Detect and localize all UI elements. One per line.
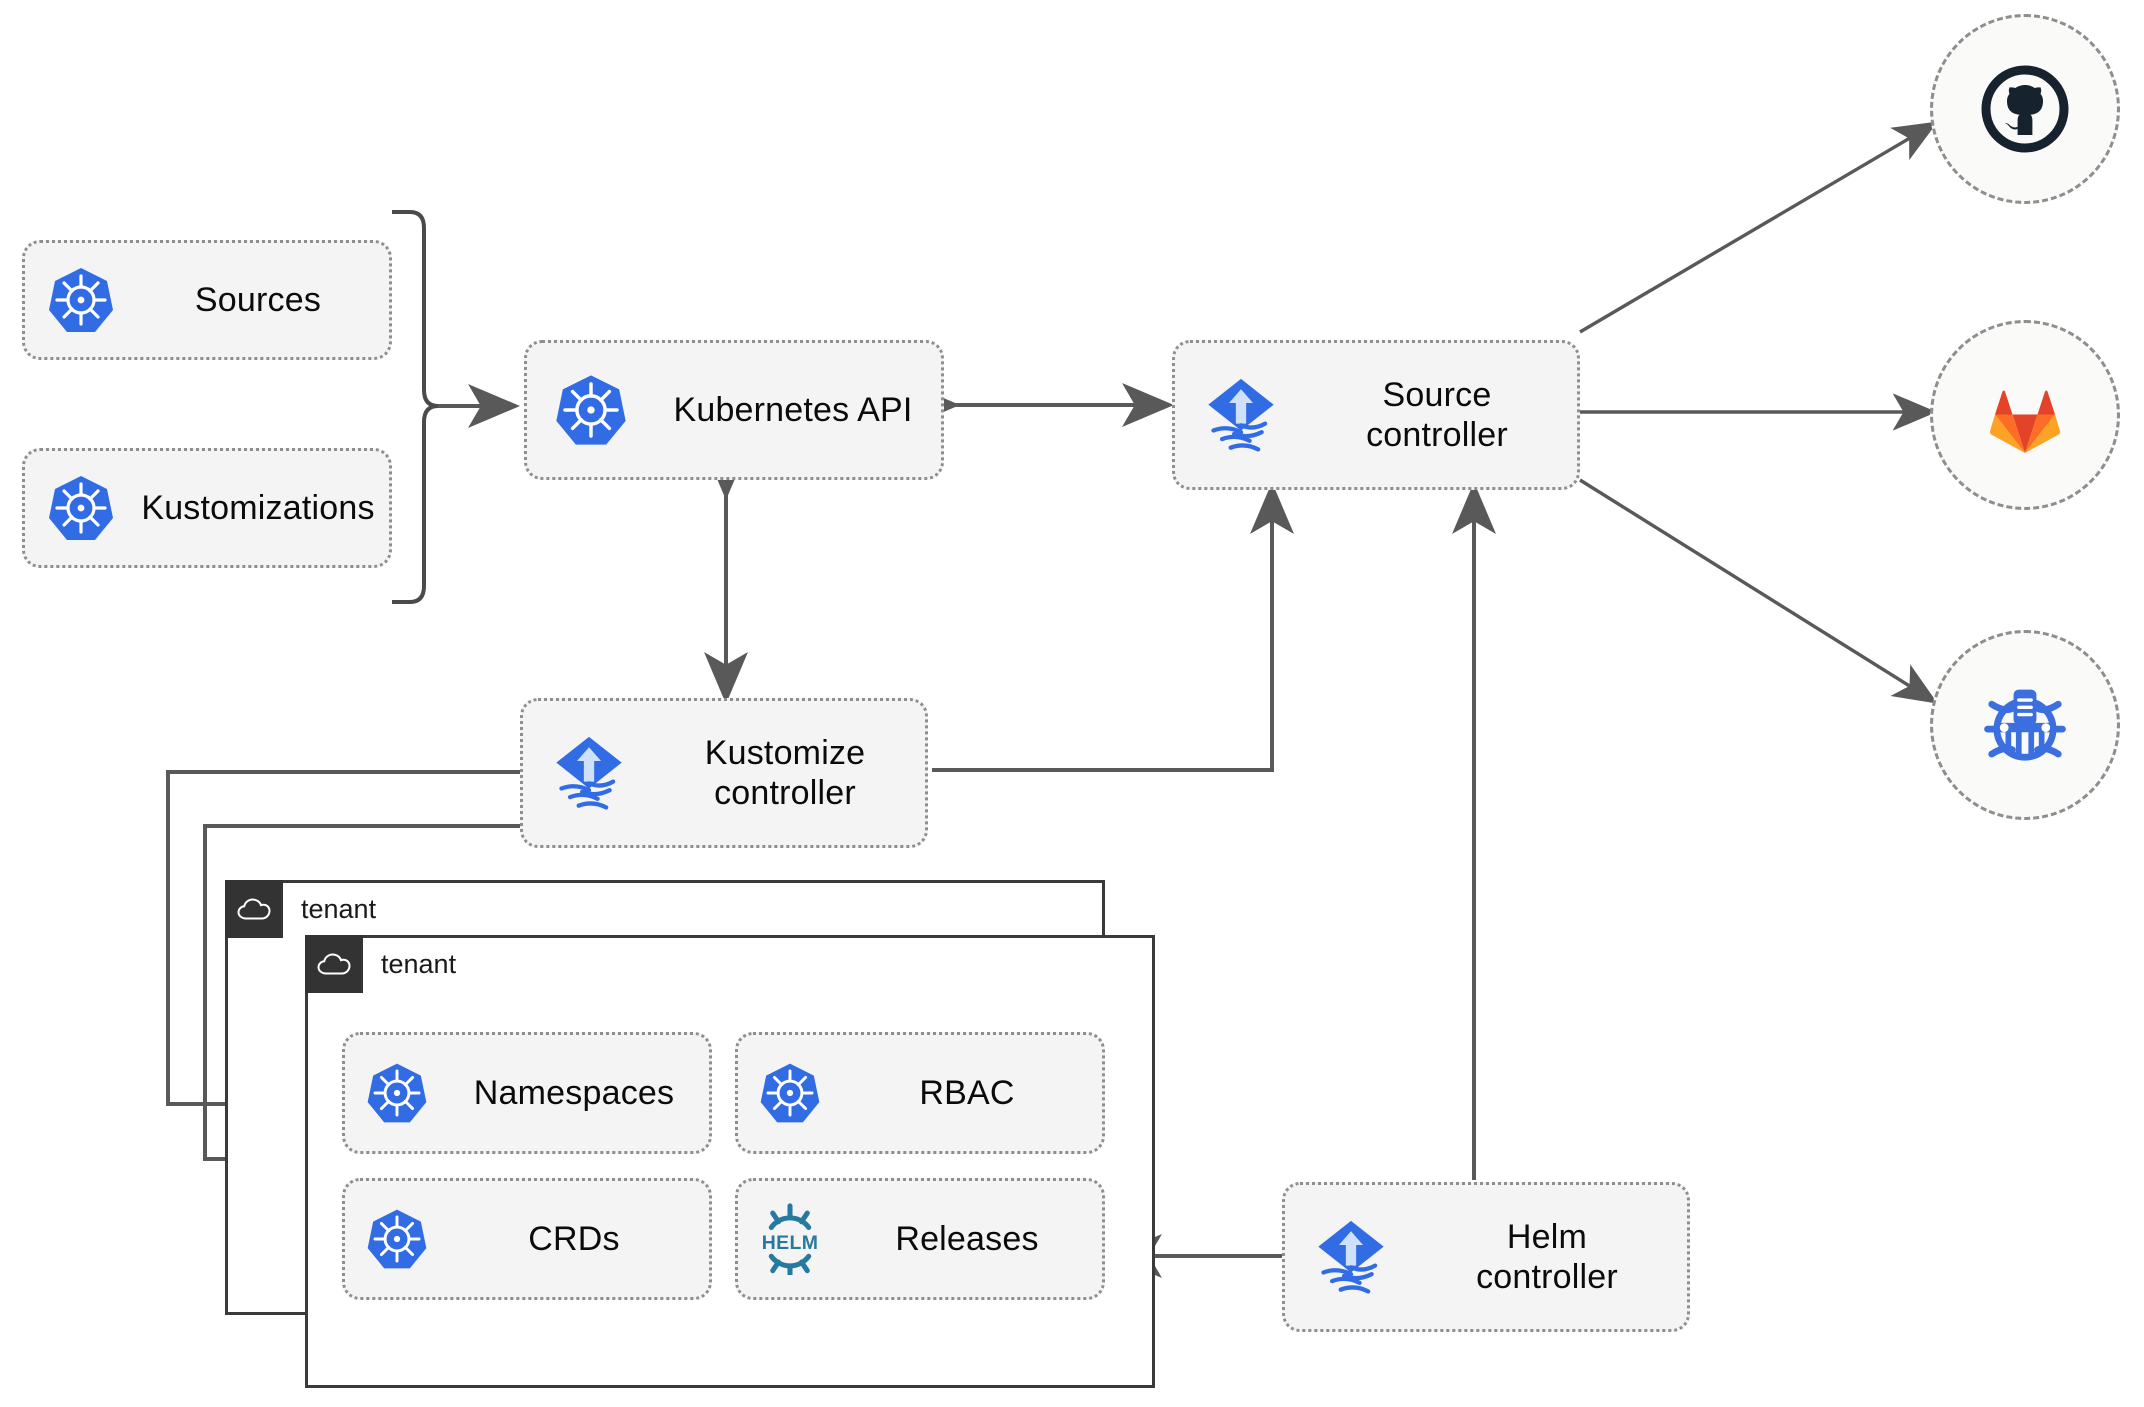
helm-controller-node[interactable]: Helm controller: [1282, 1182, 1690, 1332]
resource-label: Kustomizations: [141, 488, 375, 527]
tenant-resource-rbac[interactable]: RBAC: [735, 1032, 1105, 1154]
wire-kustomize-source: [932, 482, 1294, 772]
wire-source-bucket: [1579, 478, 1938, 704]
resource-label: Sources: [194, 280, 322, 319]
resource-node-kustomizations[interactable]: Kustomizations: [22, 448, 392, 568]
provider-github[interactable]: [1930, 14, 2120, 204]
tenant-label: tenant: [301, 893, 377, 924]
flux-icon: [523, 730, 655, 816]
tenant-resource-releases[interactable]: HELM Releases: [735, 1178, 1105, 1300]
tenant-label: tenant: [381, 948, 457, 979]
tenant-resource-crds[interactable]: CRDs: [342, 1178, 712, 1300]
resources-bracket: [392, 210, 439, 604]
kubernetes-icon: [345, 1206, 449, 1272]
flux-icon: [1285, 1214, 1417, 1300]
kubernetes-api-label: Kubernetes API: [673, 390, 913, 429]
github-icon: [1981, 65, 2069, 153]
source-controller-label: Source controller: [1366, 375, 1508, 454]
resource-node-sources[interactable]: Sources: [22, 240, 392, 360]
svg-text:HELM: HELM: [762, 1232, 819, 1254]
helm-controller-label: Helm controller: [1476, 1217, 1618, 1296]
tenant-resource-namespaces[interactable]: Namespaces: [342, 1032, 712, 1154]
flux-icon: [1175, 372, 1307, 458]
cloud-icon: [305, 935, 363, 993]
kustomize-controller-label: Kustomize controller: [704, 733, 866, 812]
kubernetes-icon: [527, 371, 655, 449]
tenant-container-front: tenant: [305, 935, 1155, 1388]
kubernetes-icon: [25, 264, 137, 336]
provider-bucket[interactable]: [1930, 630, 2120, 820]
tenant-header: tenant: [225, 880, 376, 938]
kubernetes-icon: [738, 1060, 842, 1126]
wire-source-github: [1579, 121, 1938, 334]
provider-gitlab[interactable]: [1930, 320, 2120, 510]
kustomize-controller-node[interactable]: Kustomize controller: [520, 698, 928, 848]
tenant-header: tenant: [305, 935, 456, 993]
source-controller-node[interactable]: Source controller: [1172, 340, 1580, 490]
kubernetes-icon: [25, 472, 137, 544]
helm-icon: HELM: [738, 1203, 842, 1275]
gitlab-icon: [1989, 390, 2061, 453]
kubernetes-api-node[interactable]: Kubernetes API: [524, 340, 944, 480]
tenant-resource-label: RBAC: [919, 1073, 1015, 1112]
wire-kustomize-tenant-back: [166, 770, 520, 1126]
tenant-resource-label: Releases: [895, 1219, 1039, 1258]
tenant-resource-label: CRDs: [528, 1219, 620, 1258]
kubernetes-icon: [345, 1060, 449, 1126]
bucket-icon: [1984, 689, 2066, 761]
cloud-icon: [225, 880, 283, 938]
tenant-resource-label: Namespaces: [473, 1073, 675, 1112]
